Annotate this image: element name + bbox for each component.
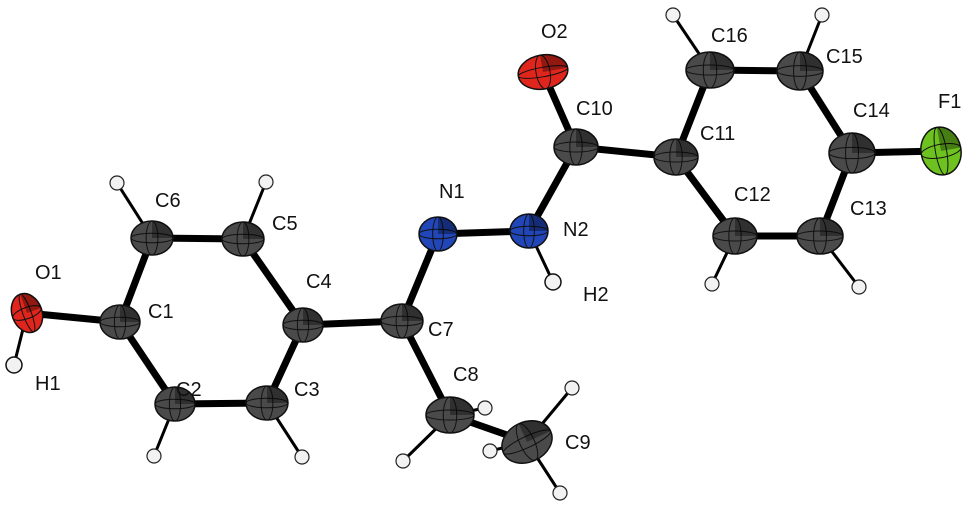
label-layer: O1 H1 C1 C2 C3 C4 C5 C6 C7 C8 C9 N1 N2 H…: [35, 21, 961, 454]
riding-hydrogen-atom: [564, 380, 580, 396]
bond-layer: [12, 66, 945, 446]
atom-label-c8: C8: [453, 364, 479, 386]
riding-hydrogen-atom: [109, 175, 125, 191]
atom-c3: [245, 385, 289, 421]
atom-label-c5: C5: [272, 213, 298, 235]
atom-label-c6: C6: [155, 190, 181, 212]
atom-label-n1: N1: [439, 181, 465, 203]
atom-c7: [380, 303, 424, 339]
atom-o1: [10, 292, 44, 334]
atom-c2: [154, 386, 196, 422]
atom-layer: [5, 51, 962, 464]
atom-h1: [5, 356, 23, 374]
riding-hydrogen-atom: [814, 7, 830, 23]
riding-hydrogen-atom: [704, 276, 720, 292]
atom-label-c9: C9: [565, 432, 591, 454]
riding-hydrogen-atom: [477, 400, 493, 416]
atom-c8: [425, 396, 475, 434]
atom-label-c10: C10: [576, 98, 613, 120]
atom-label-c1: C1: [148, 301, 174, 323]
riding-hydrogen-atom: [665, 7, 681, 23]
atom-c5: [221, 221, 265, 257]
atom-label-c13: C13: [850, 198, 887, 220]
atom-c4: [282, 307, 324, 343]
atom-label-c15: C15: [826, 46, 863, 68]
atom-h2: [544, 273, 562, 291]
atom-label-c16: C16: [711, 25, 748, 47]
atom-n1: [418, 216, 458, 252]
atom-label-c3: C3: [294, 379, 320, 401]
atom-label-o2: O2: [541, 21, 568, 43]
riding-hydrogen-atom: [258, 174, 274, 190]
atom-f1: [920, 126, 962, 176]
atom-label-n2: N2: [563, 219, 589, 241]
atom-o2: [517, 53, 569, 91]
atom-c10: [553, 128, 599, 166]
atom-label-c14: C14: [853, 100, 890, 122]
atom-n2: [509, 213, 549, 249]
atom-c14: [828, 132, 876, 174]
atom-c16: [685, 51, 735, 89]
atom-c12: [712, 217, 758, 255]
riding-hydrogen-atom: [482, 443, 498, 459]
riding-hydrogen-atom: [851, 279, 867, 295]
atom-label-c4: C4: [306, 271, 332, 293]
atom-c9: [501, 420, 553, 464]
atom-label-h2: H2: [583, 284, 609, 306]
atom-c11: [653, 138, 699, 176]
atom-label-f1: F1: [938, 91, 961, 113]
atom-c1: [99, 304, 141, 340]
atom-label-c11: C11: [700, 123, 735, 145]
atom-label-c2: C2: [176, 379, 202, 401]
atom-label-h1: H1: [35, 373, 61, 395]
atom-c15: [776, 51, 824, 91]
riding-hydrogen-atom: [552, 485, 568, 501]
riding-hydrogen-atom: [146, 448, 162, 464]
riding-hydrogen-atom: [395, 453, 411, 469]
riding-hydrogen-atom: [294, 449, 310, 465]
atom-c13: [796, 217, 844, 255]
atom-label-c12: C12: [734, 184, 771, 206]
atom-label-c7: C7: [428, 319, 454, 341]
atom-label-o1: O1: [35, 262, 62, 284]
atom-c6: [130, 220, 174, 256]
